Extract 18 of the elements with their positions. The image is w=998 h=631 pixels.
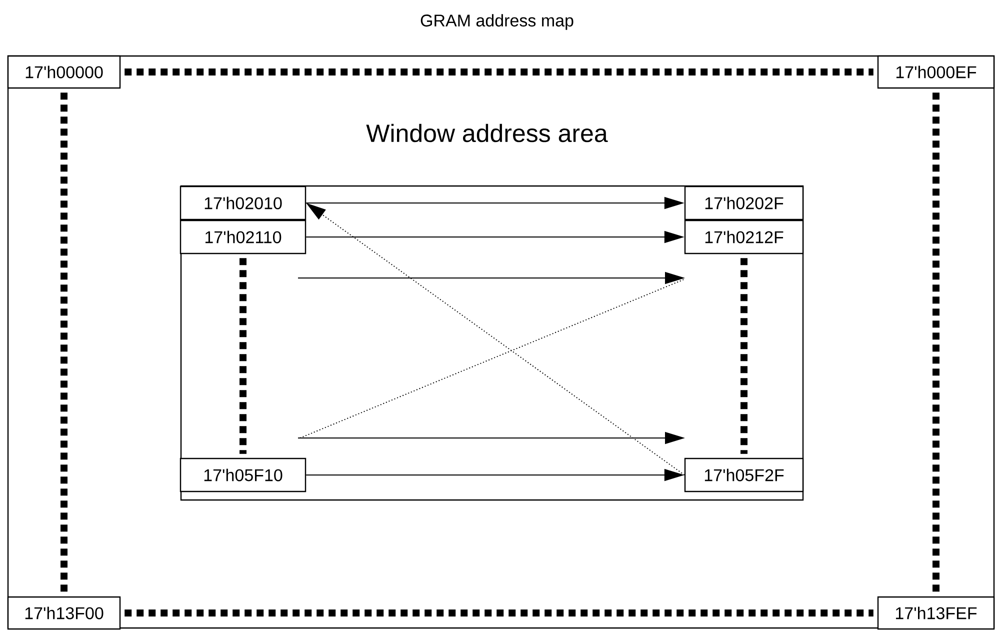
address-box: 17'h000EF	[877, 55, 995, 89]
square-dotted-line	[60, 92, 68, 592]
address-box: 17'h05F10	[180, 458, 306, 492]
square-dotted-line	[740, 258, 748, 454]
square-dotted-line	[124, 68, 874, 76]
node-label: GRAM address map	[420, 14, 574, 30]
square-dotted-line	[932, 92, 940, 592]
address-box: 17'h02110	[180, 220, 306, 254]
address-box: 17'h13FEF	[877, 596, 995, 630]
address-box: 17'h0212F	[684, 220, 804, 254]
square-dotted-line	[124, 610, 874, 616]
address-box: 17'h05F2F	[684, 458, 804, 492]
address-box: 17'h0202F	[684, 186, 804, 220]
square-dotted-line	[240, 258, 246, 454]
address-box: 17'h00000	[7, 55, 121, 89]
node-label: Window address area	[366, 124, 608, 142]
address-box: 17'h02010	[180, 186, 306, 220]
address-box: 17'h13F00	[7, 596, 121, 630]
